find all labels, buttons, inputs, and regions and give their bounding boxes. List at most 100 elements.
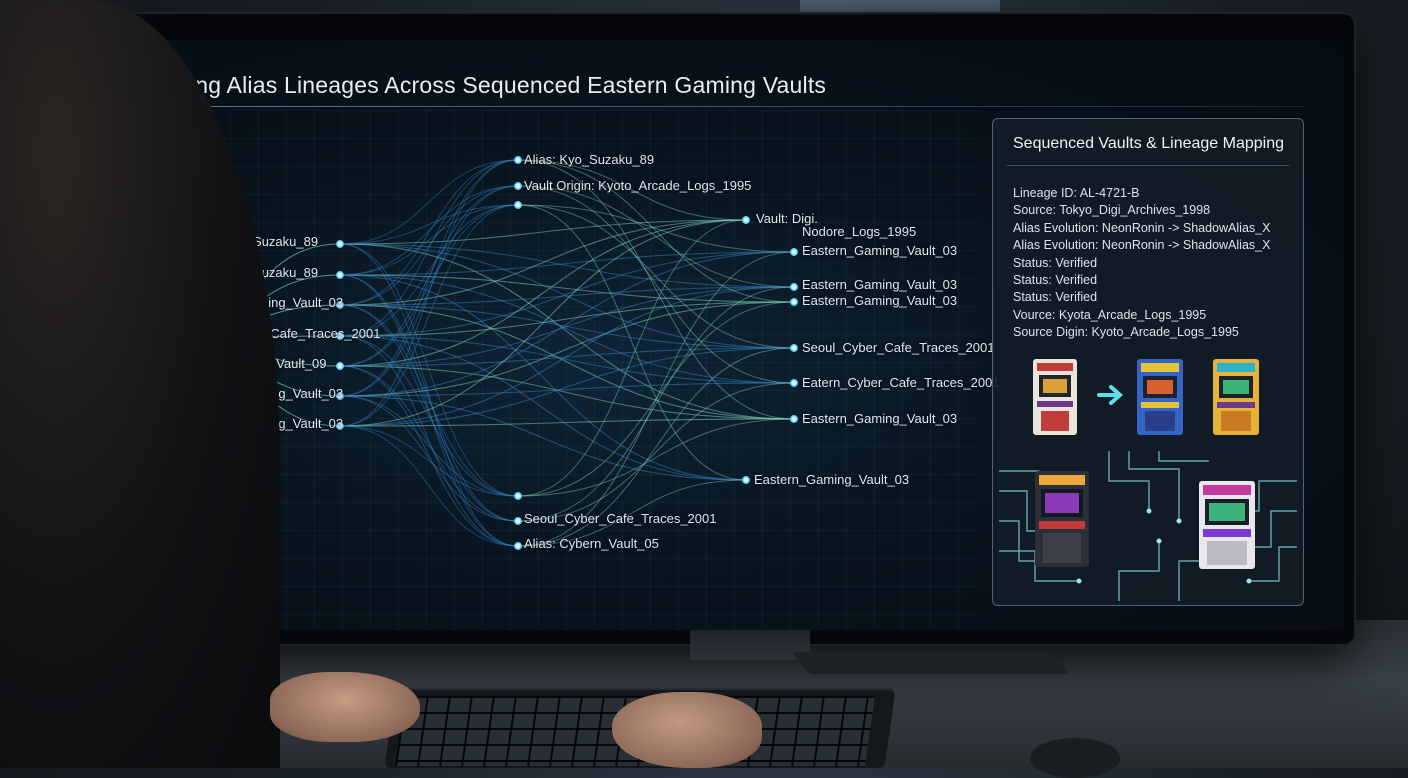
lineage-link bbox=[339, 425, 519, 547]
node-anchor[interactable] bbox=[790, 379, 798, 387]
lineage-link bbox=[339, 395, 519, 522]
lineage-link bbox=[339, 219, 747, 367]
lineage-link bbox=[339, 286, 795, 306]
node-anchor[interactable] bbox=[790, 248, 798, 256]
lineage-link bbox=[339, 365, 519, 547]
lineage-link bbox=[339, 301, 795, 337]
monitor-stand-foot bbox=[790, 652, 1070, 674]
lineage-link bbox=[517, 159, 747, 221]
lineage-link bbox=[517, 204, 795, 349]
node-anchor[interactable] bbox=[336, 240, 344, 248]
node-anchor[interactable] bbox=[336, 392, 344, 400]
node-anchor[interactable] bbox=[790, 344, 798, 352]
lineage-link bbox=[339, 204, 519, 427]
node-anchor[interactable] bbox=[514, 182, 522, 190]
node-anchor[interactable] bbox=[790, 283, 798, 291]
lineage-link bbox=[339, 243, 795, 288]
lineage-link bbox=[339, 286, 795, 367]
lineage-link bbox=[339, 274, 747, 481]
lineage-link bbox=[339, 365, 519, 522]
lineage-link bbox=[339, 304, 519, 497]
lineage-link bbox=[339, 274, 519, 522]
lineage-link bbox=[339, 251, 795, 397]
lineage-link bbox=[517, 185, 795, 288]
lineage-link bbox=[517, 185, 795, 384]
lineage-link bbox=[339, 304, 795, 420]
node-anchor[interactable] bbox=[790, 298, 798, 306]
arcade-cabinet-icon bbox=[1137, 359, 1183, 435]
lineage-link bbox=[339, 335, 519, 547]
middle-node-label[interactable]: Vault Origin: Kyoto_Arcade_Logs_1995 bbox=[524, 178, 752, 193]
node-anchor[interactable] bbox=[336, 301, 344, 309]
left-hand bbox=[270, 672, 420, 742]
right-node-label[interactable]: Seoul_Cyber_Cafe_Traces_2001 bbox=[802, 340, 995, 355]
title-divider bbox=[144, 106, 1304, 107]
lineage-link bbox=[339, 185, 519, 276]
lineage-link bbox=[517, 479, 747, 547]
lineage-link bbox=[339, 243, 519, 547]
panel-details: Lineage ID: AL-4721-B Source: Tokyo_Digi… bbox=[1013, 185, 1270, 342]
lineage-link bbox=[339, 219, 747, 306]
node-anchor[interactable] bbox=[336, 271, 344, 279]
lineage-link bbox=[517, 204, 747, 481]
right-node-label[interactable]: Eastern_Gaming_Vault_03 bbox=[802, 243, 958, 258]
right-node-label[interactable]: Vault: Digi. bbox=[756, 211, 818, 226]
lineage-link bbox=[339, 301, 795, 397]
lineage-link bbox=[517, 204, 795, 253]
lineage-link bbox=[339, 185, 519, 367]
node-anchor[interactable] bbox=[742, 476, 750, 484]
lineage-link bbox=[339, 243, 795, 420]
lineage-link bbox=[339, 204, 519, 245]
right-node-label[interactable]: Eatern_Cyber_Cafe_Traces_2001 bbox=[802, 375, 1000, 390]
node-anchor[interactable] bbox=[514, 492, 522, 500]
lineage-link bbox=[339, 159, 519, 397]
arcade-cabinet-icon bbox=[1199, 481, 1255, 569]
middle-node-label[interactable]: Alias: Cybern_Vault_05 bbox=[524, 536, 659, 551]
panel-detail-line: Source Digin: Kyoto_Arcade_Logs_1995 bbox=[1013, 325, 1239, 340]
lineage-link bbox=[339, 347, 795, 367]
lineage-link bbox=[339, 251, 795, 337]
panel-detail-line: Status: Verified bbox=[1013, 255, 1098, 270]
lineage-link bbox=[339, 335, 519, 497]
node-anchor[interactable] bbox=[336, 362, 344, 370]
node-anchor[interactable] bbox=[514, 201, 522, 209]
node-anchor[interactable] bbox=[336, 332, 344, 340]
right-hand bbox=[612, 692, 762, 768]
lineage-link bbox=[339, 243, 795, 349]
right-node-label[interactable]: Nodore_Logs_1995 bbox=[802, 224, 917, 239]
mouse bbox=[1030, 738, 1120, 778]
node-anchor[interactable] bbox=[514, 156, 522, 164]
lineage-link bbox=[339, 204, 519, 337]
lineage-link bbox=[517, 286, 795, 522]
lineage-link bbox=[339, 304, 795, 349]
node-anchor[interactable] bbox=[514, 542, 522, 550]
right-node-label[interactable]: Eastern_Gaming_Vault_03 bbox=[802, 411, 958, 426]
lineage-link bbox=[339, 159, 519, 337]
lineage-link bbox=[339, 159, 519, 306]
lineage-link bbox=[517, 251, 795, 547]
lineage-link bbox=[517, 219, 747, 497]
arcade-cabinet-icon bbox=[1035, 471, 1089, 567]
lineage-link bbox=[517, 382, 795, 522]
right-node-label[interactable]: Eastern_Gaming_Vault_03 bbox=[802, 277, 958, 292]
middle-node-label[interactable]: Seoul_Cyber_Cafe_Traces_2001 bbox=[524, 511, 717, 526]
panel-detail-line: Alias Evolution: NeonRonin -> ShadowAlia… bbox=[1013, 238, 1271, 253]
lineage-link bbox=[339, 395, 519, 497]
node-anchor[interactable] bbox=[336, 422, 344, 430]
lineage-link bbox=[339, 219, 747, 245]
lineage-link bbox=[339, 382, 795, 397]
lineage-link bbox=[339, 159, 519, 245]
middle-node-label[interactable]: Alias: Kyo_Suzaku_89 bbox=[524, 152, 655, 167]
node-anchor[interactable] bbox=[790, 415, 798, 423]
arcade-evolution-row bbox=[1033, 359, 1259, 435]
panel-detail-line: Alias Evolution: NeonRonin -> ShadowAlia… bbox=[1013, 220, 1271, 235]
lineage-link bbox=[517, 301, 795, 497]
panel-detail-line: Status: Verified bbox=[1013, 273, 1098, 288]
node-anchor[interactable] bbox=[742, 216, 750, 224]
right-node-label[interactable]: Eastern_Gaming_Vault_03 bbox=[802, 293, 958, 308]
panel-detail-line: Lineage ID: AL-4721-B bbox=[1013, 186, 1140, 200]
right-node-label[interactable]: Eastern_Gaming_Vault_03 bbox=[754, 472, 910, 487]
lineage-link bbox=[339, 204, 519, 367]
lineage-link bbox=[339, 425, 519, 497]
node-anchor[interactable] bbox=[514, 517, 522, 525]
